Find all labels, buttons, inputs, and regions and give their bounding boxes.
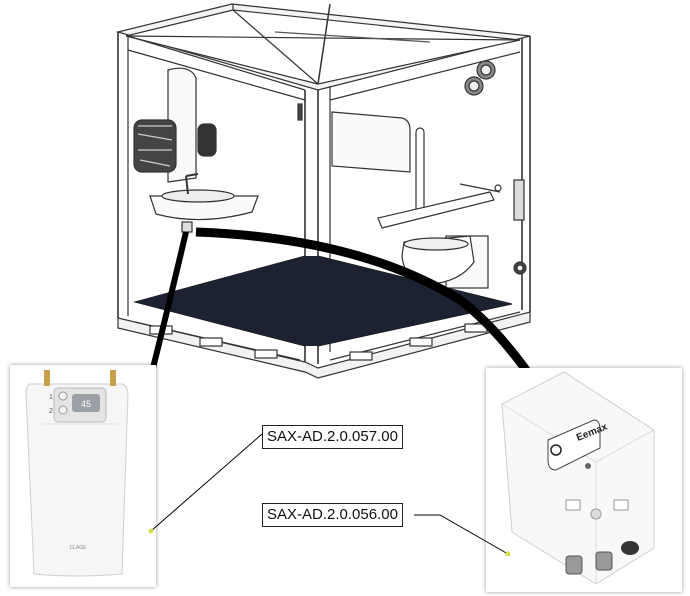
right-heater-photo: [486, 368, 682, 592]
callout-label-left: SAX-AD.2.0.057.00: [262, 425, 403, 449]
pipe-right: [195, 227, 544, 393]
heater-button-1-icon: [58, 391, 68, 401]
heater-button-2-icon: [58, 405, 68, 415]
heater-display-value: 45: [81, 399, 91, 409]
heater-button-1-label: 1: [49, 394, 53, 401]
callout-line-left: [150, 433, 263, 532]
callout-label-right: SAX-AD.2.0.056.00: [262, 503, 403, 527]
callout-line-right: [414, 514, 509, 555]
left-heater-brand: CLAGE: [70, 545, 88, 551]
left-heater-photo: [10, 365, 156, 587]
pipe-left: [147, 231, 189, 381]
callout-dot-right: [505, 551, 511, 557]
heater-button-2-label: 2: [49, 408, 53, 415]
heater-display: [72, 394, 100, 412]
brand-plate: [547, 419, 601, 471]
callout-dot-left: [148, 528, 154, 534]
floor-surface-back: [135, 256, 512, 346]
